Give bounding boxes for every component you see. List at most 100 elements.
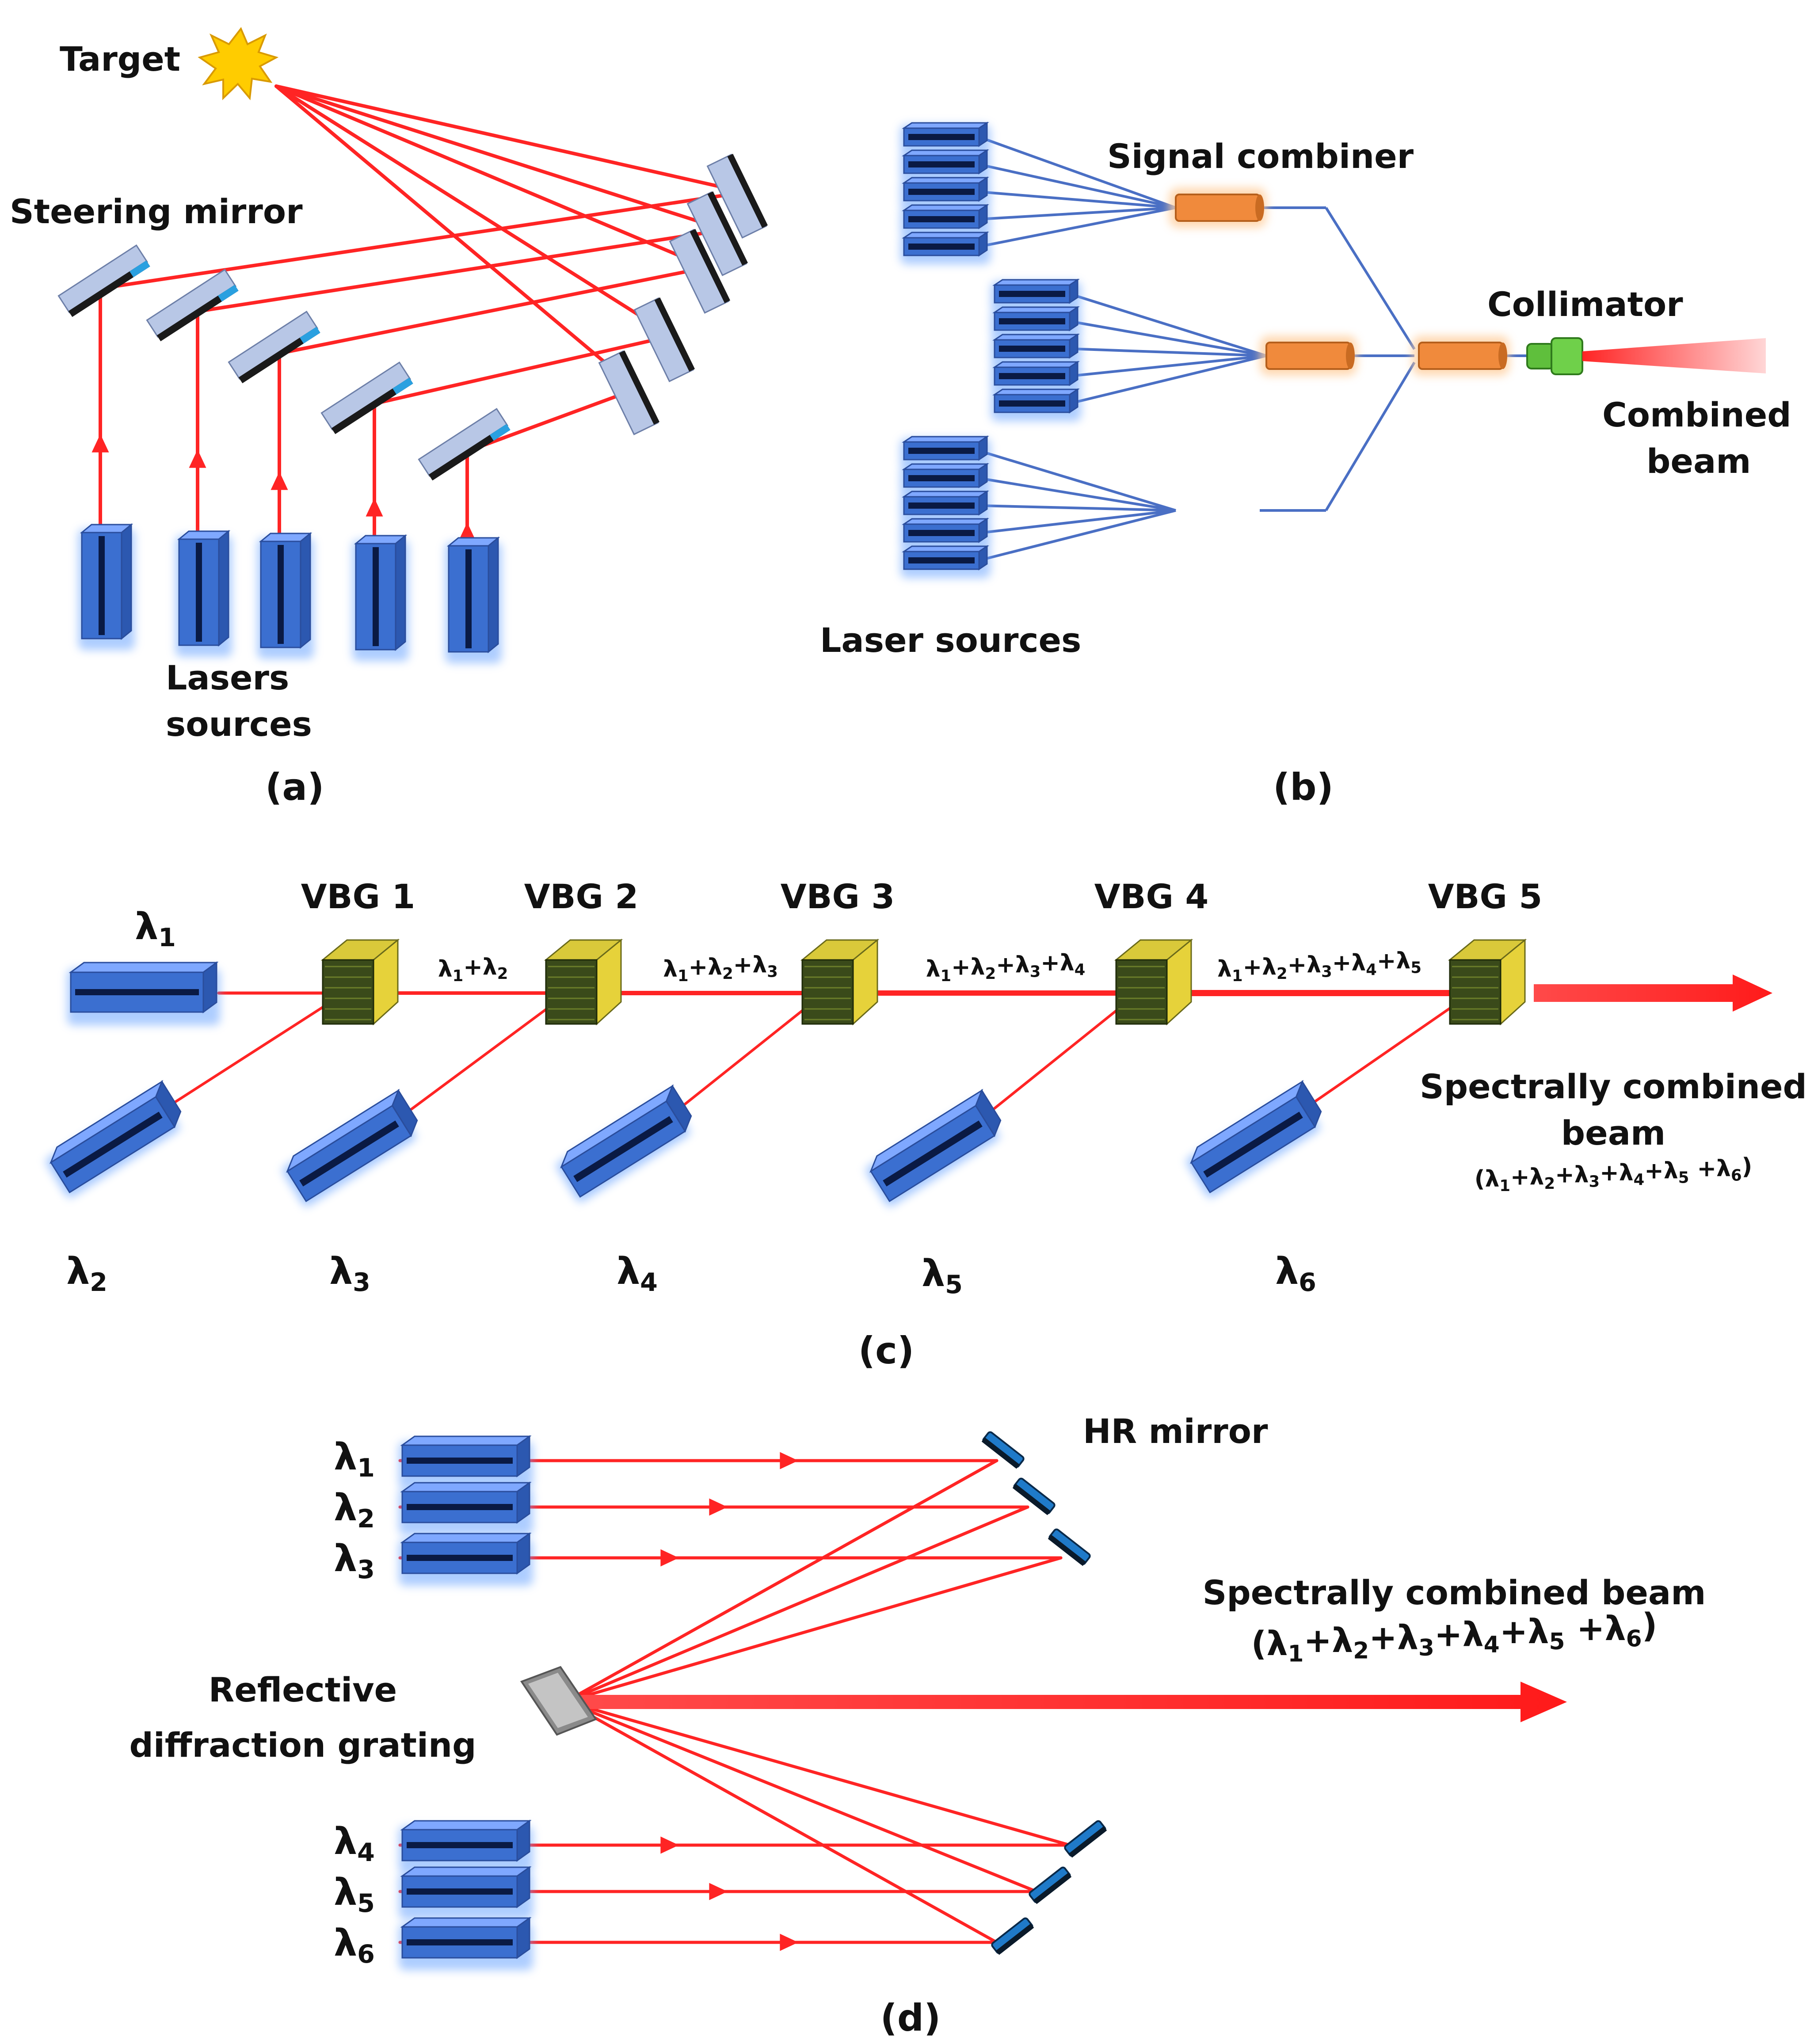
b-fiber-3-2	[979, 477, 1176, 512]
panel-b-signal-combiners	[1169, 188, 1509, 376]
b-fiber-1-3	[979, 190, 1176, 209]
d-laser-lambda2	[399, 1481, 533, 1535]
c-vbg-label-5: VBG 5	[1428, 877, 1542, 916]
c-partial-sum-3: λ1+λ2+λ3+λ4	[926, 950, 1086, 985]
b-laser-3-3	[900, 490, 991, 523]
c-input-beam-4	[666, 992, 826, 1119]
c-vbg-1	[320, 938, 400, 1026]
d-lambda-label-3: λ3	[334, 1537, 375, 1584]
c-input-beam-5	[976, 992, 1139, 1124]
panel-a-caption: (a)	[265, 765, 324, 809]
d-input-arrow-1	[780, 1452, 798, 1469]
panel-b-laser-sources	[900, 122, 1081, 578]
c-partial-sum-1: λ1+λ2	[438, 954, 508, 985]
b-laser-3-5	[900, 545, 991, 578]
d-input-arrow-4	[660, 1836, 679, 1854]
a-beam-arrow-3	[271, 472, 288, 490]
b-fiber-1-1	[978, 136, 1177, 209]
c-lambda-label-6: λ6	[1275, 1249, 1316, 1297]
lasers-sources-label-line1: Lasers	[166, 658, 289, 697]
c-input-beam-3	[392, 992, 569, 1124]
c-output-label-line2: beam	[1561, 1113, 1665, 1153]
lasers-sources-label-line2: sources	[166, 704, 312, 744]
panel-d-caption: (d)	[880, 1996, 941, 2040]
b-fiber-2-2	[1069, 320, 1267, 357]
b-laser-1-3	[900, 176, 991, 209]
panel-c-caption: (c)	[858, 1329, 915, 1372]
c-laser-lambda4	[556, 1084, 692, 1202]
c-vbg-label-2: VBG 2	[524, 877, 638, 916]
a-laser-source-3	[257, 532, 314, 659]
d-output-wavelength-sum: (λ1+λ2+λ3+λ4+λ5 +λ6)	[1251, 1606, 1658, 1667]
a-horizontal-beam-4	[370, 334, 674, 406]
c-laser-lambda1	[67, 961, 220, 1025]
c-laser-lambda6	[1186, 1080, 1322, 1198]
c-vbg-3	[800, 938, 880, 1026]
panel-d-laser-sources	[399, 1435, 533, 1970]
a-horizontal-beam-1	[107, 190, 747, 289]
d-hr-mirror-4	[1064, 1820, 1107, 1858]
c-lambda-label-2: λ2	[66, 1249, 107, 1297]
panel-b-caption: (b)	[1273, 765, 1334, 809]
b-laser-1-4	[900, 204, 991, 237]
signal-combiner-label: Signal combiner	[1107, 137, 1414, 176]
c-lambda-label-4: λ4	[617, 1249, 658, 1297]
d-hr-mirror-6	[991, 1917, 1034, 1955]
target-icon	[198, 27, 279, 100]
c-laser-lambda3	[282, 1089, 418, 1207]
b-laser-3-1	[900, 435, 991, 468]
b-fiber-2-5	[1069, 354, 1267, 405]
b-fiber-2-4	[1069, 354, 1267, 377]
c-laser-lambda2	[46, 1080, 182, 1198]
panel-d-hr-mirrors	[981, 1431, 1107, 1955]
panel-a-beams	[91, 84, 747, 548]
c-lambda-label-5: λ5	[922, 1252, 963, 1299]
b-fiber-1-4	[979, 206, 1176, 221]
a-redirect-mirror-2	[686, 191, 748, 276]
d-diffracted-beam-1	[564, 1459, 998, 1703]
b-fiber-a2	[1325, 207, 1416, 350]
d-laser-lambda5	[399, 1866, 533, 1919]
d-diffracted-beam-4	[564, 1700, 1071, 1847]
a-beam-arrow-4	[366, 498, 383, 517]
d-lambda-label-2: λ2	[334, 1486, 375, 1534]
d-hr-mirror-5	[1029, 1866, 1072, 1904]
b-fiber-1-2	[979, 163, 1176, 209]
a-steering-mirror-5	[418, 407, 511, 481]
d-diffracted-beam-5	[564, 1700, 1038, 1893]
c-output-sum-text: (λ1+λ2+λ3+λ4+λ5 +λ6)	[1475, 1153, 1753, 1195]
c-vbg-2	[544, 938, 623, 1026]
d-diffracted-beam-3	[564, 1556, 1063, 1703]
b-laser-3-2	[900, 463, 991, 496]
panel-c-vbg-gratings	[320, 938, 1527, 1026]
a-target-beam-4	[274, 84, 674, 338]
b-laser-2-3	[991, 333, 1081, 366]
a-horizontal-beam-3	[277, 266, 709, 355]
d-spectrally-combined-beam-arrow	[575, 1682, 1567, 1722]
d-hr-mirror-3	[1048, 1528, 1091, 1566]
b-signal-combiner-1	[1169, 188, 1266, 228]
a-redirect-mirror-5	[598, 350, 660, 435]
d-laser-lambda4	[399, 1819, 533, 1873]
d-lambda-label-1: λ1	[334, 1435, 375, 1483]
d-input-arrow-6	[780, 1934, 798, 1951]
a-laser-source-2	[175, 529, 232, 657]
laser-sources-label: Laser sources	[820, 620, 1081, 660]
d-input-arrow-2	[709, 1498, 728, 1516]
a-target-beam-3	[274, 84, 709, 269]
b-laser-1-1	[900, 122, 991, 155]
c-vbg-label-4: VBG 4	[1094, 877, 1208, 916]
b-fiber-3-3	[979, 504, 1176, 512]
a-redirect-mirror-1	[706, 153, 768, 239]
c-laser-lambda5	[866, 1089, 1002, 1207]
b-fiber-3-5	[979, 509, 1176, 562]
a-beam-arrow-1	[91, 434, 109, 453]
target-label: Target	[60, 39, 180, 79]
d-hr-mirror-2	[1012, 1477, 1056, 1515]
b-laser-2-2	[991, 306, 1081, 339]
panel-b-fibers	[978, 136, 1529, 562]
d-laser-lambda6	[399, 1917, 533, 1970]
c-lambda-label-3: λ3	[329, 1249, 370, 1297]
